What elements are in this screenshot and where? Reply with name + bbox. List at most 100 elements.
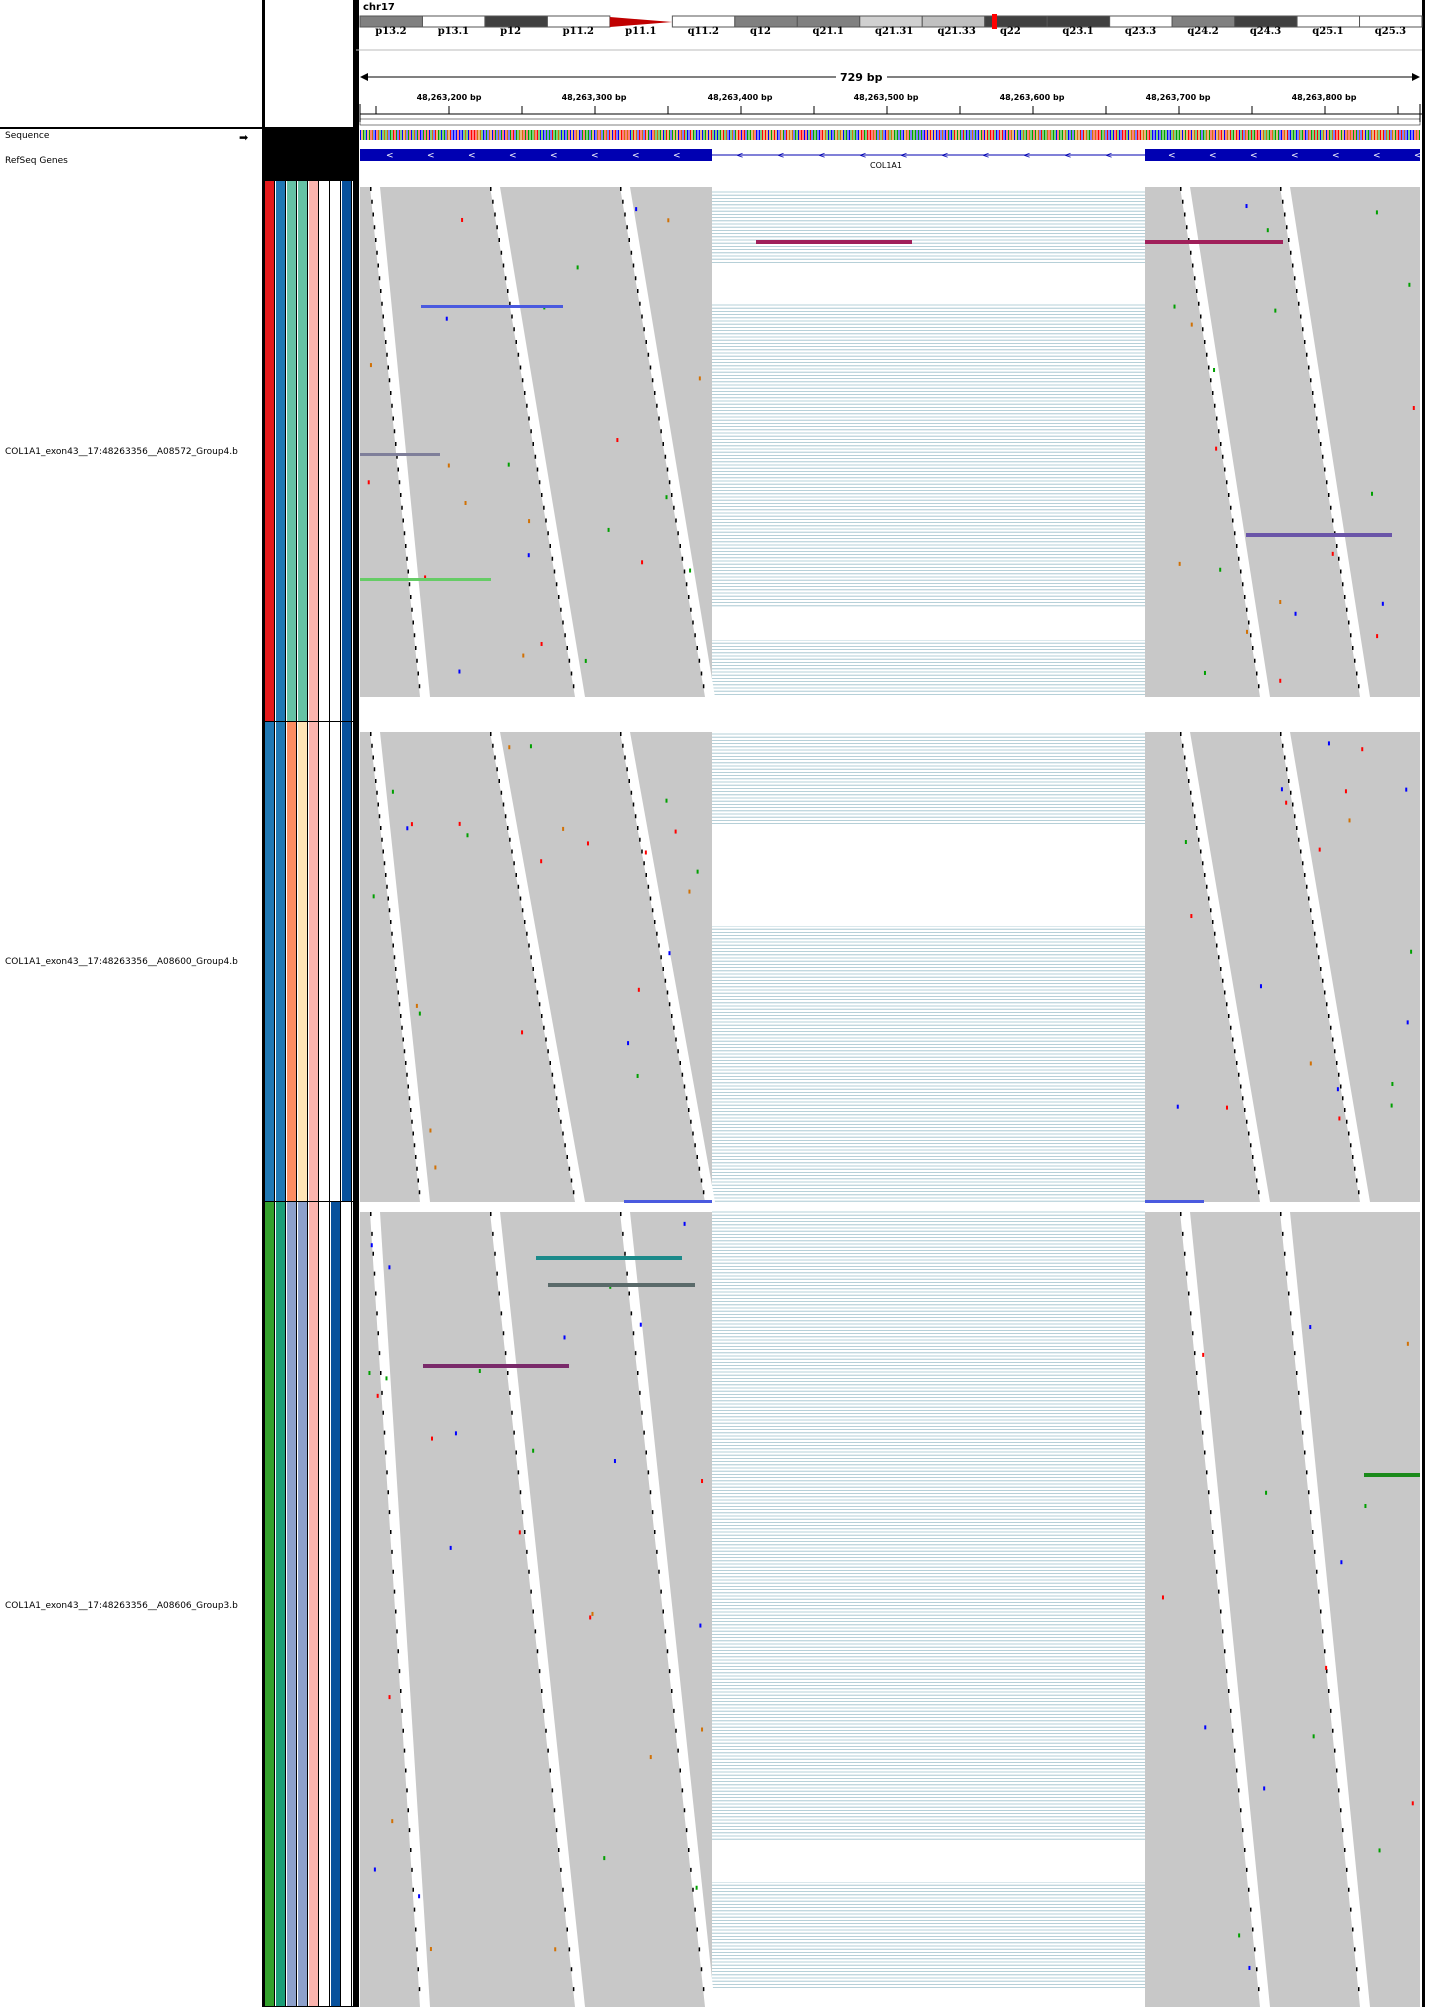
- sequence-base: [939, 130, 940, 140]
- attribute-cell[interactable]: [309, 181, 319, 722]
- sequence-base: [1338, 130, 1339, 140]
- sequence-base: [618, 130, 619, 140]
- insertion-mark: [373, 767, 376, 772]
- sequence-base: [1408, 130, 1410, 140]
- attribute-cell[interactable]: [276, 722, 286, 1202]
- attribute-cell[interactable]: [342, 181, 352, 722]
- mismatch-mark: [1294, 611, 1297, 616]
- sequence-base: [1009, 130, 1011, 140]
- sequence-base: [969, 130, 970, 140]
- insertion-mark: [662, 967, 664, 971]
- attribute-cell[interactable]: [309, 1202, 319, 2007]
- sequence-base: [559, 130, 561, 140]
- alignment-view[interactable]: <<<<<<<<<<<<<<<<<<<<<<<<<: [356, 0, 1440, 2007]
- sequence-base: [847, 130, 849, 140]
- sample-track-label[interactable]: COL1A1_exon43__17:48263356__A08606_Group…: [5, 1601, 238, 1611]
- mismatch-mark: [391, 1819, 394, 1824]
- insertion-mark: [702, 1190, 705, 1195]
- sequence-base: [706, 130, 708, 140]
- mismatch-mark: [1391, 1081, 1394, 1086]
- mismatch-mark: [701, 1727, 704, 1732]
- insertion-mark: [388, 908, 391, 913]
- refseq-track-label[interactable]: RefSeq Genes: [5, 156, 68, 166]
- insertion-mark: [415, 1927, 417, 1932]
- insertion-mark: [538, 1669, 541, 1674]
- sequence-base: [1261, 130, 1263, 140]
- sample-track-label[interactable]: COL1A1_exon43__17:48263356__A08572_Group…: [5, 447, 238, 457]
- insertion-mark: [566, 1927, 568, 1932]
- attribute-cell[interactable]: [287, 1202, 297, 2007]
- insertion-mark: [1350, 633, 1352, 638]
- insertion-mark: [1298, 1390, 1300, 1395]
- attribute-cell[interactable]: [298, 1202, 308, 2007]
- sequence-base: [576, 130, 577, 140]
- attribute-cell[interactable]: [265, 181, 275, 722]
- sequence-base: [636, 130, 637, 140]
- sequence-base: [966, 130, 967, 140]
- insertion-mark: [654, 920, 656, 924]
- attribute-cell[interactable]: [320, 1202, 330, 2007]
- sequence-base: [574, 130, 576, 140]
- attribute-cell[interactable]: [265, 1202, 275, 2007]
- sequence-base: [1134, 130, 1135, 140]
- sequence-base: [508, 130, 510, 140]
- sequence-base: [547, 130, 549, 140]
- gene-name-label[interactable]: COL1A1: [870, 161, 902, 170]
- insertion-mark: [375, 1291, 377, 1296]
- insertion-mark: [643, 861, 645, 866]
- mismatch-mark: [635, 207, 638, 212]
- attribute-cell[interactable]: [320, 181, 330, 722]
- attribute-cell[interactable]: [276, 1202, 286, 2007]
- insertion-mark: [407, 569, 409, 574]
- sequence-base: [655, 130, 657, 140]
- ruler-tick-label: 48,263,400 bp: [707, 93, 773, 102]
- strand-arrow-icon: <: [900, 151, 908, 161]
- attribute-cell[interactable]: [342, 1202, 352, 2007]
- attribute-cell[interactable]: [298, 722, 308, 1202]
- sequence-base: [1018, 130, 1020, 140]
- attribute-cell[interactable]: [298, 181, 308, 722]
- attribute-cell[interactable]: [309, 722, 319, 1202]
- sequence-base: [523, 130, 525, 140]
- colored-read: [624, 1200, 712, 1203]
- strand-arrow-icon[interactable]: ➡: [239, 131, 249, 144]
- chromosome-name[interactable]: chr17: [363, 2, 395, 13]
- sequence-base: [1308, 130, 1309, 140]
- insertion-mark: [685, 1096, 688, 1101]
- attribute-cell[interactable]: [265, 722, 275, 1202]
- sequence-base: [717, 130, 718, 140]
- sequence-base: [436, 130, 438, 140]
- insertion-mark: [1328, 1014, 1330, 1018]
- attribute-cell[interactable]: [342, 722, 352, 1202]
- sequence-track-label[interactable]: Sequence: [5, 131, 50, 141]
- attribute-cell[interactable]: [331, 1202, 341, 2007]
- attribute-cell[interactable]: [331, 722, 341, 1202]
- sample-track-label[interactable]: COL1A1_exon43__17:48263356__A08600_Group…: [5, 957, 238, 967]
- attribute-cell[interactable]: [287, 722, 297, 1202]
- insertion-mark: [1234, 1748, 1236, 1753]
- insertion-mark: [634, 276, 637, 281]
- insertion-mark: [1250, 633, 1252, 638]
- insertion-mark: [528, 1569, 530, 1574]
- sequence-base: [1089, 130, 1090, 140]
- sequence-base: [982, 130, 984, 140]
- insertion-mark: [400, 493, 402, 497]
- sequence-base: [988, 130, 990, 140]
- insertion-mark: [507, 826, 509, 830]
- mismatch-mark: [373, 1867, 376, 1872]
- attribute-cell[interactable]: [287, 181, 297, 722]
- sequence-base: [589, 130, 591, 140]
- attribute-cell[interactable]: [320, 722, 330, 1202]
- sequence-base: [1332, 130, 1333, 140]
- sequence-base: [1186, 130, 1188, 140]
- strand-arrow-icon: <: [1209, 151, 1217, 161]
- insertion-mark: [418, 684, 421, 689]
- sequence-base: [846, 130, 847, 140]
- sequence-base: [1053, 130, 1054, 140]
- sequence-base: [835, 130, 837, 140]
- attribute-cell[interactable]: [331, 181, 341, 722]
- insertion-mark: [494, 212, 496, 217]
- sequence-base: [384, 130, 385, 140]
- attribute-cell[interactable]: [276, 181, 286, 722]
- insertion-mark: [1284, 212, 1286, 217]
